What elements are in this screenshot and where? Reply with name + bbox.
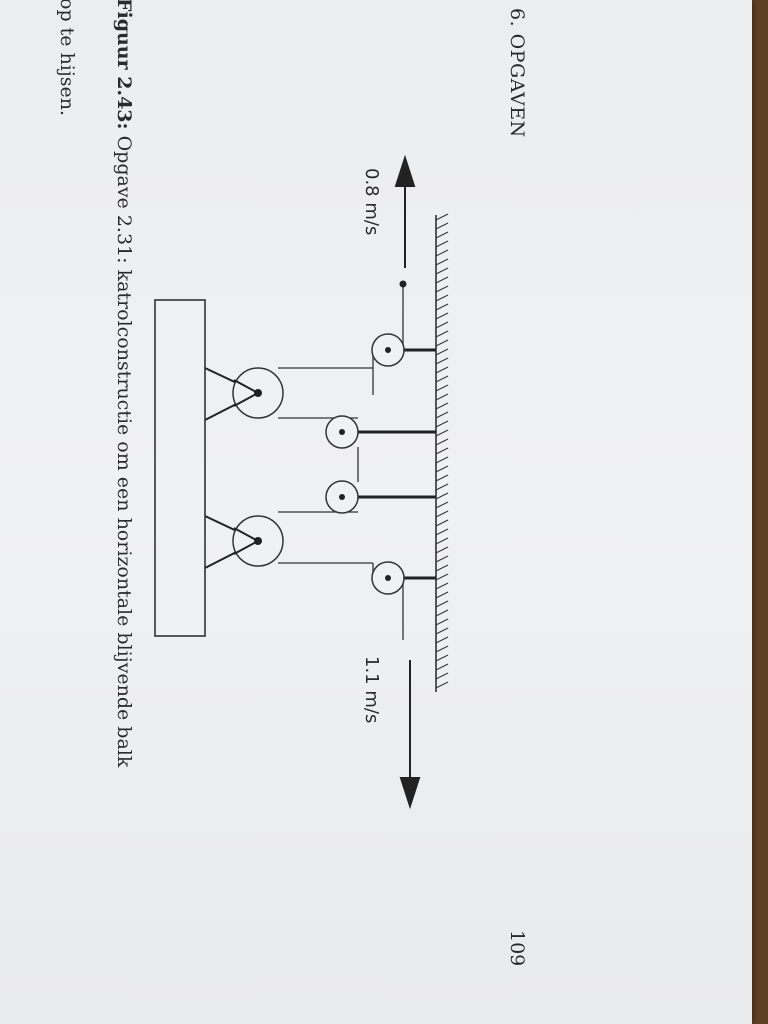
left-speed-label: 0.8 m/s <box>361 168 382 235</box>
right-speed-label: 1.1 m/s <box>361 656 382 723</box>
hatch-mark <box>435 672 449 680</box>
caption-label: Figuur 2.43: <box>113 0 135 130</box>
hatch-mark <box>435 375 449 383</box>
hatch-mark <box>435 492 449 500</box>
hatch-mark <box>435 627 449 635</box>
caption-text: Opgave 2.31: katrolconstructie om een ho… <box>113 129 135 768</box>
left-velocity-arrow <box>394 154 416 288</box>
hatch-mark <box>435 402 449 410</box>
hatch-mark <box>435 303 449 311</box>
hatch-mark <box>435 231 449 239</box>
hatch-mark <box>435 420 449 428</box>
hatch-mark <box>435 294 449 302</box>
hatch-mark <box>435 510 449 518</box>
hatch-mark <box>435 285 449 293</box>
right-velocity-arrow <box>399 660 421 810</box>
hatch-mark <box>435 429 449 437</box>
hatch-mark <box>435 618 449 626</box>
beam <box>154 299 206 637</box>
hatch-mark <box>435 348 449 356</box>
hatch-mark <box>435 474 449 482</box>
hatch-mark <box>435 321 449 329</box>
hatch-mark <box>435 357 449 365</box>
hatch-mark <box>435 501 449 509</box>
hatch-mark <box>435 393 449 401</box>
fixed-pulley-2 <box>325 415 359 449</box>
fixed-pulley-1 <box>371 333 405 367</box>
hanger-rods <box>342 348 436 580</box>
hatch-mark <box>435 213 449 221</box>
hatch-mark <box>435 636 449 644</box>
hatch-mark <box>435 483 449 491</box>
figure-caption: Figuur 2.43: Opgave 2.31: katrolconstruc… <box>113 0 135 767</box>
hatch-mark <box>435 249 449 257</box>
hatch-mark <box>435 600 449 608</box>
hatch-mark <box>435 537 449 545</box>
hatch-mark <box>435 438 449 446</box>
hatch-mark <box>435 267 449 275</box>
ceiling <box>435 213 449 692</box>
hatch-mark <box>435 582 449 590</box>
moving-pulley-1 <box>204 367 284 421</box>
hatch-mark <box>435 465 449 473</box>
fixed-pulley-3 <box>325 480 359 514</box>
hatch-mark <box>435 276 449 284</box>
hatch-mark <box>435 564 449 572</box>
moving-pulley-2 <box>204 515 284 569</box>
hatch-mark <box>435 312 449 320</box>
hatch-mark <box>435 447 449 455</box>
hatch-mark <box>435 528 449 536</box>
hatch-mark <box>435 411 449 419</box>
fixed-pulley-4 <box>371 561 405 595</box>
hatch-mark <box>435 339 449 347</box>
hatch-mark <box>435 222 449 230</box>
hatch-mark <box>435 330 449 338</box>
hatch-mark <box>435 681 449 689</box>
hatch-mark <box>435 573 449 581</box>
hatch-mark <box>435 555 449 563</box>
hatch-mark <box>435 654 449 662</box>
hatch-mark <box>435 258 449 266</box>
hatch-mark <box>435 645 449 653</box>
hatch-mark <box>435 240 449 248</box>
hatch-mark <box>435 546 449 554</box>
hatch-mark <box>435 384 449 392</box>
book-page <box>0 0 752 1024</box>
hatch-mark <box>435 609 449 617</box>
hatch-mark <box>435 663 449 671</box>
figure-caption-line2: op te hijsen. <box>56 0 78 117</box>
hatch-mark <box>435 591 449 599</box>
hatch-mark <box>435 366 449 374</box>
hatch-mark <box>435 456 449 464</box>
hatch-mark <box>435 519 449 527</box>
